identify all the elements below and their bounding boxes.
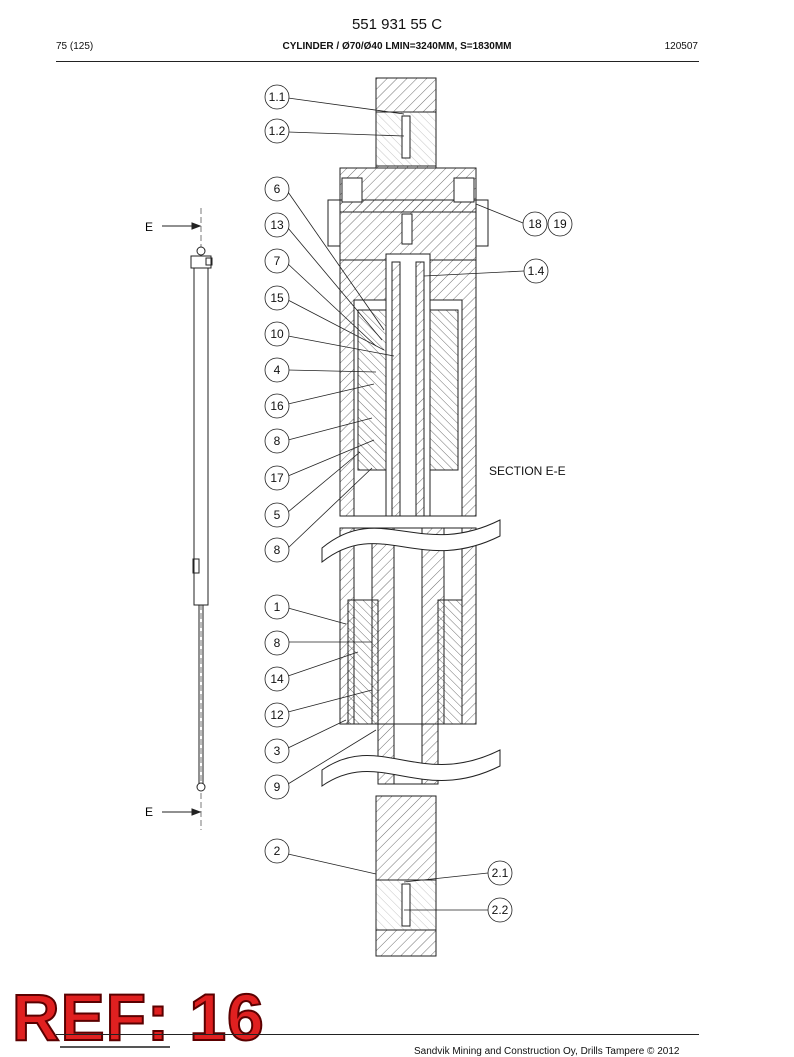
callout-4 [264,357,377,383]
callout-9 [264,729,377,800]
revision-date: 120507 [664,41,698,52]
callout-1.4 [423,258,549,284]
callout-label: 1.4 [528,264,545,278]
callout-7 [264,248,377,347]
callout-label: 14 [270,672,284,686]
page-title: CYLINDER / Ø70/Ø40 LMIN=3240MM, S=1830MM [282,41,512,52]
callout-15 [264,285,385,351]
callout-label: 7 [274,254,281,268]
callout-2.2 [404,897,513,923]
company-logo [60,1046,170,1056]
callout-label: 19 [553,217,567,231]
callout-5 [264,451,361,528]
callout-label: 18 [528,217,542,231]
callout-label: 8 [274,543,281,557]
callout-2.1 [403,860,513,886]
footer-rule [56,1034,699,1035]
callout-label: 1.1 [269,90,286,104]
callout-label: 3 [274,744,281,758]
callout-label: 1 [274,600,281,614]
callout-16 [264,383,375,419]
overview-cylinder [162,208,213,830]
callout-label: 12 [270,708,284,722]
callout-1.2 [264,118,405,144]
callout-8c [264,630,372,656]
document-number: 551 931 55 C [351,16,443,33]
section-view [327,77,489,957]
reference-stamp: REF: 16 [11,980,265,1054]
section-label: SECTION E-E [489,464,566,478]
callout-label: 8 [274,636,281,650]
callouts [264,84,573,923]
callout-10 [264,321,395,357]
callout-2 [264,838,377,875]
callout-label: 15 [270,291,284,305]
callout-1 [264,594,347,625]
break-lines [321,519,501,787]
callout-label: 2.2 [492,903,509,917]
header-rule [56,61,699,62]
callout-label: 13 [270,218,284,232]
section-marker-bottom: E [145,805,153,819]
section-marker-top: E [145,220,153,234]
callout-12 [264,689,373,728]
callout-8a [264,417,373,454]
callout-label: 10 [270,327,284,341]
callout-13 [264,212,383,341]
callout-8b [264,467,373,563]
callout-label: 8 [274,434,281,448]
footer-copyright: Sandvik Mining and Construction Oy, Dril… [414,1046,680,1057]
callout-17 [264,439,375,491]
callout-label: 4 [274,363,281,377]
callout-18 [475,203,548,237]
callout-1.1 [264,84,405,115]
callout-label: 2.1 [492,866,509,880]
callout-label: 9 [274,780,281,794]
callout-3 [264,719,347,764]
callout-label: 2 [274,844,281,858]
callout-6 [264,176,385,331]
callout-19 [547,211,573,237]
callout-14 [264,651,359,692]
callout-label: 16 [270,399,284,413]
callout-label: 17 [270,471,284,485]
callout-label: 1.2 [269,124,286,138]
callout-label: 6 [274,182,281,196]
callout-label: 5 [274,508,281,522]
page-number: 75 (125) [56,41,94,52]
callout-labels: 1.1 1.2 6 13 7 15 10 4 16 8 17 5 8 1 8 1… [269,90,567,917]
